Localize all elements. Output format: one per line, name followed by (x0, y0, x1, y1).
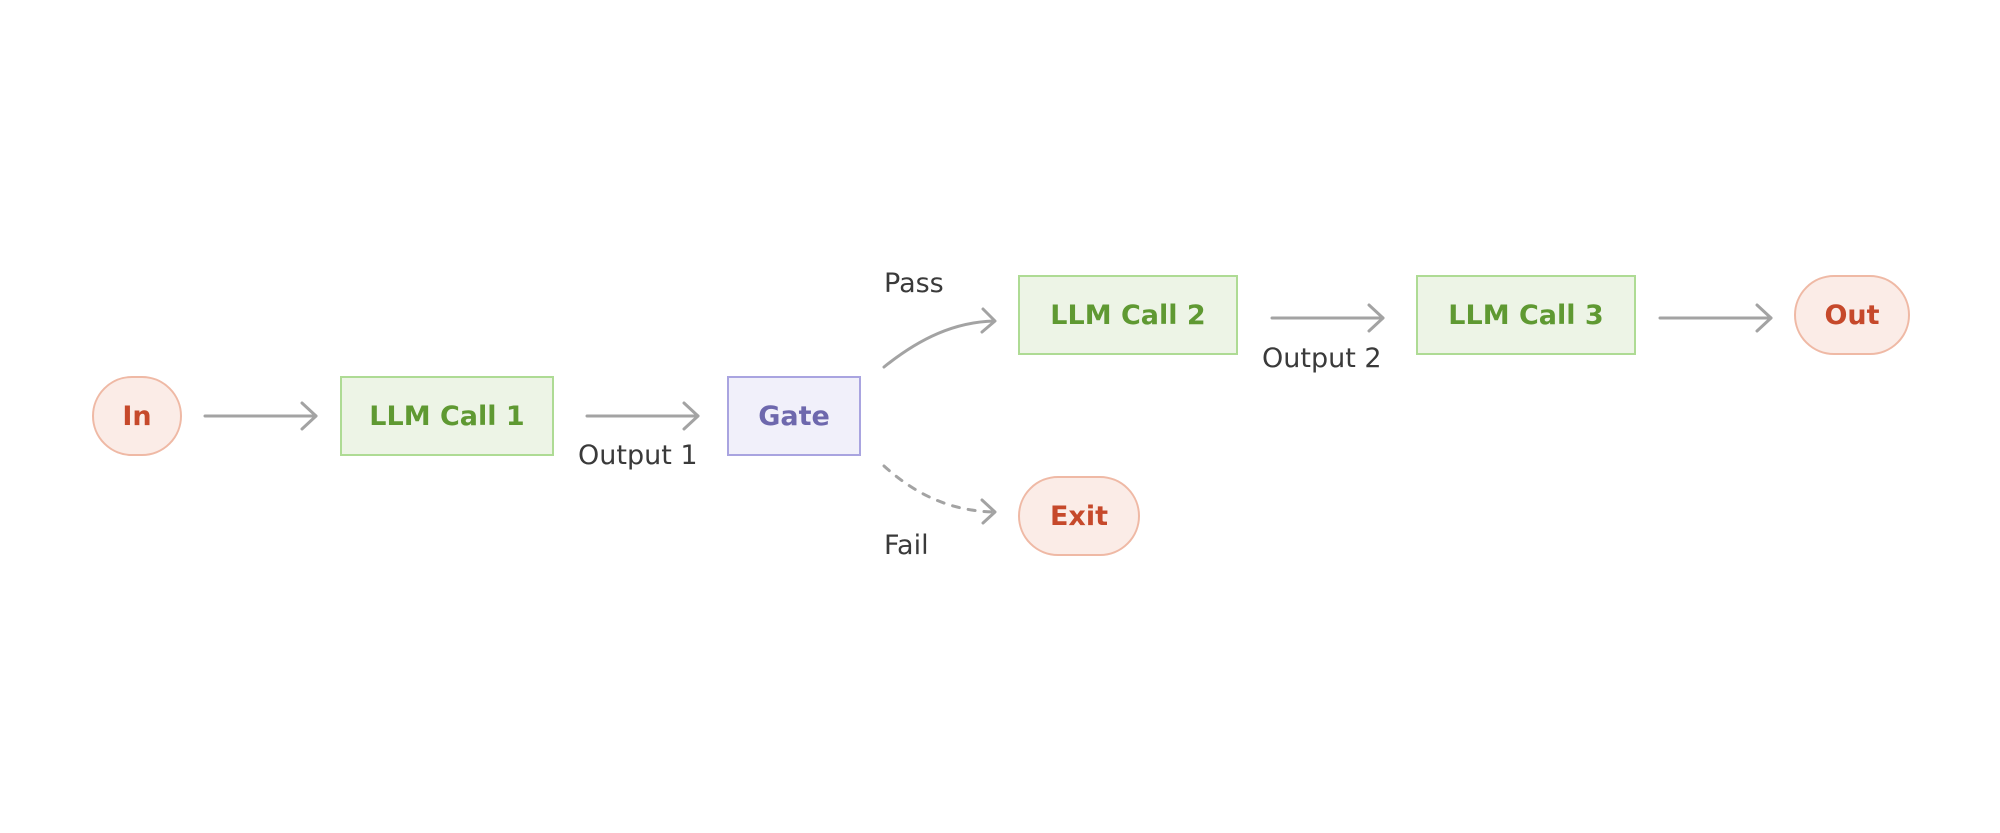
edge-label-fail: Fail (884, 530, 929, 561)
node-out-label: Out (1824, 299, 1880, 331)
node-llm-call-2-label: LLM Call 2 (1050, 299, 1206, 331)
edge-label-pass: Pass (884, 268, 944, 299)
node-out: Out (1794, 275, 1910, 355)
node-llm-call-1: LLM Call 1 (340, 376, 554, 456)
node-in-label: In (122, 400, 152, 432)
arrow-llm-call-3-to-out (1658, 303, 1773, 333)
node-gate: Gate (727, 376, 861, 456)
node-llm-call-3-label: LLM Call 3 (1448, 299, 1604, 331)
edge-label-output-1: Output 1 (578, 440, 698, 471)
arrow-llm-call-2-to-llm-call-3 (1270, 303, 1385, 333)
arrow-gate-to-llm-call-2-pass (882, 307, 997, 369)
node-gate-label: Gate (758, 400, 830, 432)
node-exit-label: Exit (1049, 500, 1109, 532)
node-in: In (92, 376, 182, 456)
arrow-llm-call-1-to-gate (585, 401, 700, 431)
arrow-gate-to-exit-fail (882, 464, 997, 525)
node-llm-call-1-label: LLM Call 1 (369, 400, 525, 432)
node-llm-call-3: LLM Call 3 (1416, 275, 1636, 355)
node-exit: Exit (1018, 476, 1140, 556)
arrow-in-to-llm-call-1 (203, 401, 318, 431)
edge-label-output-2: Output 2 (1262, 343, 1382, 374)
node-llm-call-2: LLM Call 2 (1018, 275, 1238, 355)
